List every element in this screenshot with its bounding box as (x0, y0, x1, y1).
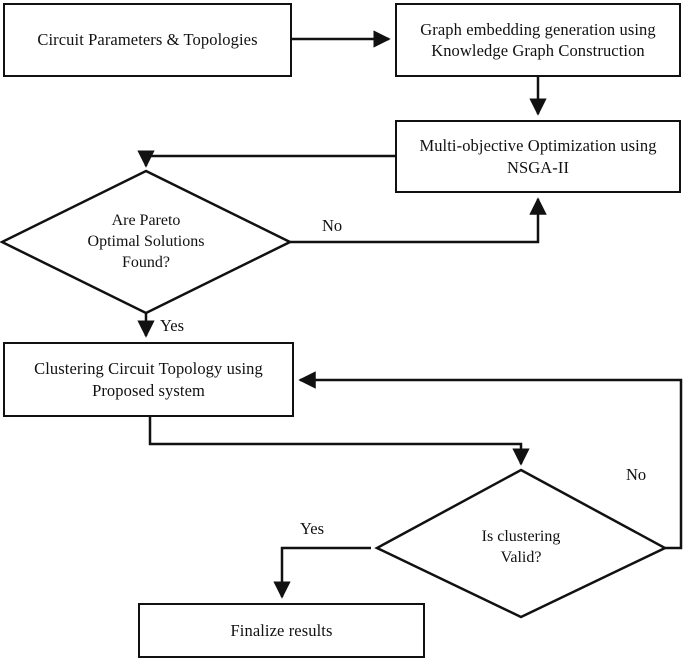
node-graph-embedding[interactable]: Graph embedding generation using Knowled… (395, 3, 681, 77)
edge-optimization-to-pareto (137, 150, 395, 168)
edge-label-clustering-yes: Yes (300, 519, 325, 538)
node-circuit-parameters-label: Circuit Parameters & Topologies (37, 30, 258, 50)
edge-valid-yes-to-finalize (273, 546, 371, 599)
node-multi-objective-optimization-label: Multi-objective Optimization using NSGA-… (419, 136, 657, 177)
node-graph-embedding-label: Graph embedding generation using Knowled… (420, 19, 656, 60)
node-finalize-results-label: Finalize results (230, 620, 333, 640)
clustering-valid-diamond (374, 468, 668, 619)
edge-label-pareto-yes: Yes (160, 316, 185, 335)
node-clustering-circuit-topology-label: Clustering Circuit Topology using Propos… (34, 359, 263, 400)
edge-valid-no-to-clustering (298, 371, 683, 550)
node-finalize-results[interactable]: Finalize results (138, 603, 425, 658)
node-clustering-circuit-topology[interactable]: Clustering Circuit Topology using Propos… (3, 342, 294, 417)
edge-label-clustering-no: No (626, 465, 647, 484)
edge-label-pareto-no: No (322, 216, 343, 235)
edge-clustering-to-valid-decision (148, 417, 530, 466)
edge-pareto-no-to-optimization (290, 197, 547, 244)
node-circuit-parameters[interactable]: Circuit Parameters & Topologies (3, 3, 292, 77)
pareto-decision-diamond (0, 169, 293, 315)
node-multi-objective-optimization[interactable]: Multi-objective Optimization using NSGA-… (395, 120, 681, 193)
